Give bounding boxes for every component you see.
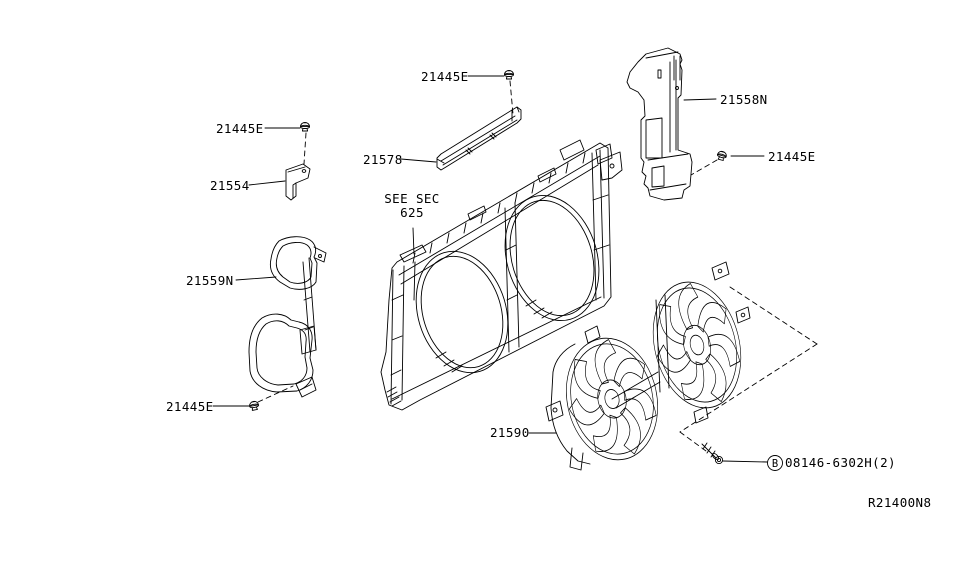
- callout-bolt-part: 08146-6302H(2): [785, 455, 896, 470]
- bracket-21554-drawing: [285, 163, 311, 201]
- leader-lines: [212, 75, 768, 463]
- figure-ref-code: R21400N8: [868, 495, 932, 510]
- clip-icon-right: [715, 149, 728, 162]
- callout-see-sec: SEE SEC 625: [381, 192, 443, 220]
- clip-icon-top-left: [300, 121, 310, 132]
- callout-clip-right: 21445E: [768, 149, 816, 164]
- bolt-icon: [701, 442, 724, 465]
- clip-icon-top-center: [504, 69, 514, 80]
- fan-assembly-21590-drawing: [545, 261, 756, 472]
- radiator-core-support-drawing: [380, 139, 623, 411]
- duct-21559n-drawing: [248, 236, 327, 398]
- fastener-alignment-lines: [257, 80, 818, 452]
- see-sec-line2: 625: [400, 205, 424, 220]
- see-sec-line1: SEE SEC: [384, 191, 440, 206]
- callout-rail-21578: 21578: [363, 152, 403, 167]
- callout-duct-21558n: 21558N: [720, 92, 768, 107]
- callout-bracket-21554: 21554: [210, 178, 250, 193]
- bolt-letter-b: B: [771, 458, 779, 470]
- rail-21578-drawing: [436, 106, 522, 171]
- callout-clip-top-center: 21445E: [421, 69, 469, 84]
- callout-fan-21590: 21590: [490, 425, 530, 440]
- duct-21558n-drawing: [626, 47, 693, 201]
- callout-clip-bottom-left: 21445E: [166, 399, 214, 414]
- circled-b-ring: [767, 455, 783, 471]
- callout-duct-21559n: 21559N: [186, 273, 234, 288]
- callout-clip-top-left: 21445E: [216, 121, 264, 136]
